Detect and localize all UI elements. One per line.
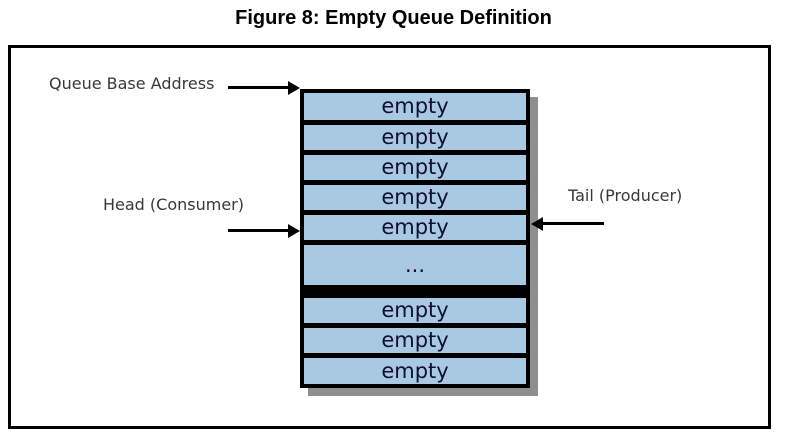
arrow-line — [228, 86, 289, 89]
queue-cell: empty — [304, 125, 526, 155]
arrow-right-icon — [288, 224, 300, 238]
arrow-line — [543, 222, 604, 225]
queue-cell: empty — [304, 358, 526, 384]
label-queue-base-address: Queue Base Address — [49, 74, 215, 93]
queue-cell: empty — [304, 185, 526, 215]
arrow-right-icon — [288, 81, 300, 95]
label-head-consumer: Head (Consumer) — [103, 195, 244, 214]
queue-diagram: empty empty empty empty empty ... empty … — [300, 89, 530, 388]
queue-cell-ellipsis: ... — [304, 245, 526, 298]
arrow-line — [228, 229, 289, 232]
queue-cell: empty — [304, 298, 526, 328]
figure-title: Figure 8: Empty Queue Definition — [235, 7, 552, 29]
queue-cell: empty — [304, 155, 526, 185]
label-tail-producer: Tail (Producer) — [568, 186, 683, 205]
queue-cell: empty — [304, 328, 526, 358]
queue-cell-head-tail: empty — [304, 215, 526, 245]
arrow-left-icon — [531, 217, 543, 231]
queue-cell: empty — [304, 93, 526, 125]
